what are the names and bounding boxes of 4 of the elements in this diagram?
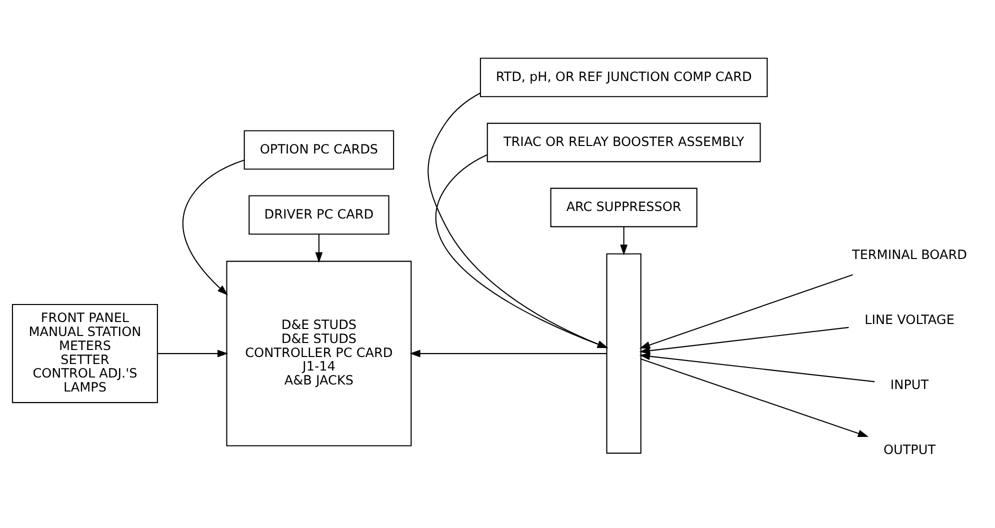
node-text: INPUT xyxy=(890,378,929,393)
node-text: TERMINAL BOARD xyxy=(852,248,967,263)
node-text: OUTPUT xyxy=(883,442,936,458)
node-text: LINE VOLTAGE xyxy=(864,312,954,328)
